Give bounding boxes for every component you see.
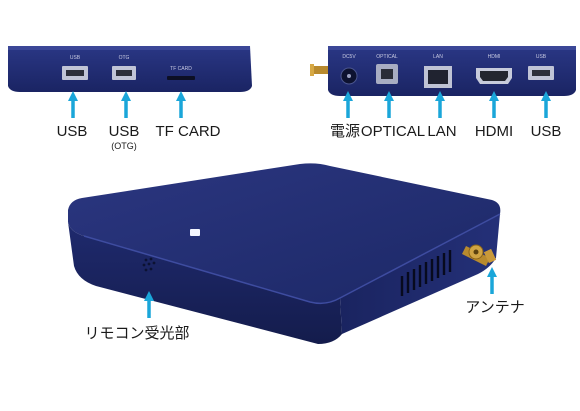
label-ir-receiver: リモコン受光部 bbox=[84, 325, 190, 342]
label-hdmi: HDMI bbox=[474, 123, 514, 140]
label-usb-rear: USB bbox=[530, 123, 562, 140]
label-usb-otg: USB bbox=[108, 123, 140, 140]
vent-slots-icon bbox=[400, 250, 452, 296]
antenna-connector-icon bbox=[312, 66, 328, 74]
device-side-view-left bbox=[8, 46, 252, 92]
port-text-tf-card: TF CARD bbox=[170, 66, 192, 72]
label-power: 電源 bbox=[329, 123, 361, 140]
port-text-usb-rear: USB bbox=[535, 54, 547, 60]
tf-card-slot-icon bbox=[167, 76, 195, 80]
label-otg-note: (OTG) bbox=[111, 141, 137, 151]
status-led-icon bbox=[190, 229, 200, 236]
port-text-usb: USB bbox=[69, 55, 81, 61]
label-antenna: アンテナ bbox=[465, 299, 525, 316]
device-rear-view-right bbox=[310, 46, 576, 96]
label-usb: USB bbox=[56, 123, 88, 140]
label-tf-card: TF CARD bbox=[155, 123, 221, 140]
ir-receiver-icon bbox=[142, 257, 156, 272]
device-main-view bbox=[68, 163, 501, 344]
port-text-otg: OTG bbox=[118, 55, 130, 61]
port-text-optical: OPTICAL bbox=[376, 54, 398, 60]
port-text-lan: LAN bbox=[433, 54, 443, 60]
port-text-hdmi: HDMI bbox=[487, 54, 501, 60]
label-lan: LAN bbox=[427, 123, 457, 140]
antenna-connector-main-icon bbox=[462, 244, 497, 266]
port-text-dc5v: DC5V bbox=[342, 54, 356, 60]
label-optical: OPTICAL bbox=[360, 123, 426, 140]
callout-arrows bbox=[68, 91, 551, 318]
